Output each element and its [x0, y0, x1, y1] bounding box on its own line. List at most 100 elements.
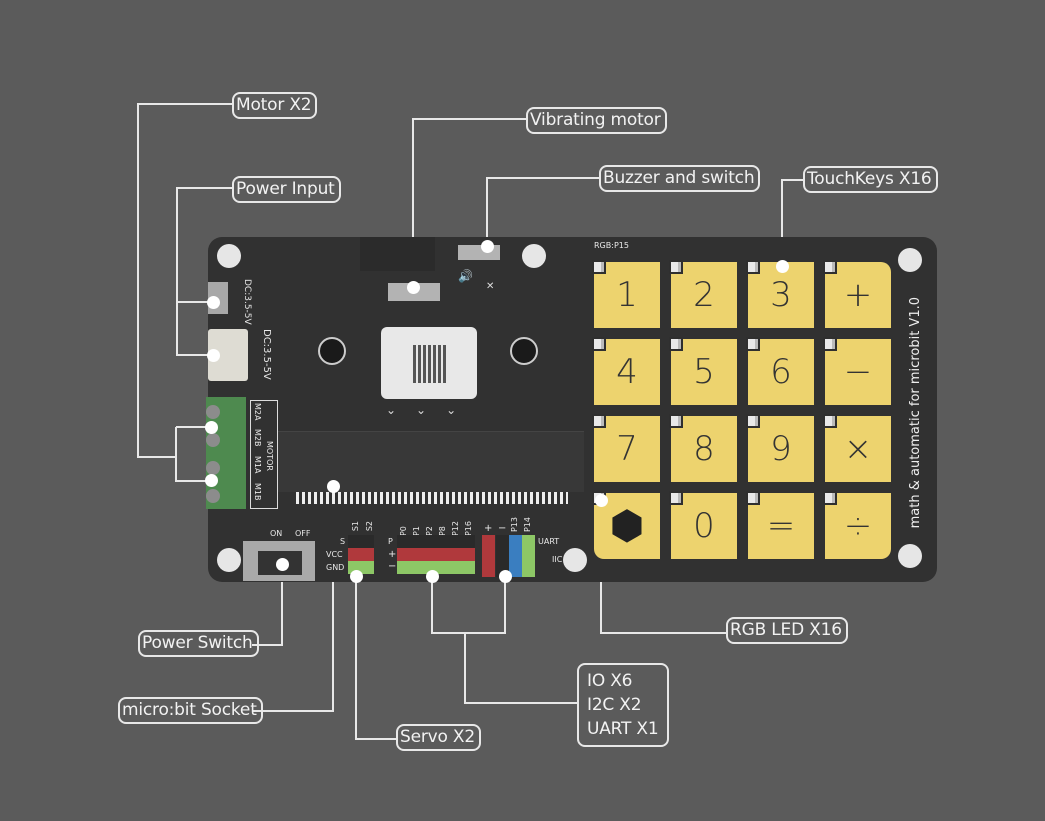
key-label: =: [766, 506, 796, 546]
pointer-dot: [205, 421, 218, 434]
microbit-icon: [381, 327, 477, 399]
touch-key[interactable]: 4: [592, 337, 660, 405]
mount-hole: [217, 548, 241, 572]
mount-hole: [563, 548, 587, 572]
key-label: 6: [770, 352, 792, 392]
callout-motor: Motor X2: [232, 92, 318, 119]
touch-key[interactable]: ×: [823, 414, 891, 482]
rgb-led: [746, 260, 760, 274]
switch-off-label: OFF: [295, 529, 311, 538]
uart-label: UART: [538, 537, 560, 546]
speaker-on-icon: 🔊: [458, 269, 473, 283]
io-header-p: [397, 535, 475, 548]
rgb-led: [823, 260, 837, 274]
key-label: 9: [770, 429, 792, 469]
pointer-dot: [276, 558, 289, 571]
power-switch-line: [252, 565, 283, 646]
robot-logo-icon: ⬢: [609, 503, 645, 549]
key-label: 3: [770, 275, 792, 315]
dc-label: DC:3.5-5V: [242, 279, 252, 325]
power-input-line: [176, 187, 233, 356]
touch-key[interactable]: ÷: [823, 491, 891, 559]
rgb-led: [592, 337, 606, 351]
key-label: ×: [843, 429, 873, 469]
touch-key[interactable]: 5: [669, 337, 737, 405]
servo-line: [355, 577, 396, 740]
power-header-minus: [496, 535, 509, 577]
uart-header-p14: [522, 535, 535, 577]
key-label: 2: [693, 275, 715, 315]
callout-microbit-socket: micro:bit Socket: [118, 697, 263, 724]
touch-key[interactable]: =: [746, 491, 814, 559]
i2c-count: I2C X2: [587, 695, 642, 715]
buzzer-line: [486, 177, 600, 246]
pointer-dot: [407, 281, 420, 294]
rgb-led: [823, 491, 837, 505]
button-b[interactable]: [510, 337, 538, 365]
expansion-board: DC:3.5-5V DC:3.5-5V M2A M2B M1A M1B MOTO…: [206, 237, 937, 582]
key-label: 5: [693, 352, 715, 392]
callout-servo: Servo X2: [396, 724, 481, 751]
pointer-dot: [481, 240, 494, 253]
rgb-led: [669, 491, 683, 505]
key-label: 7: [616, 429, 638, 469]
power-header-plus: [482, 535, 495, 577]
touch-key[interactable]: 7: [592, 414, 660, 482]
touch-key[interactable]: 0: [669, 491, 737, 559]
motor-label-box: M2A M2B M1A M1B MOTOR: [250, 400, 278, 509]
io-count: IO X6: [587, 671, 633, 691]
rgb-led: [592, 414, 606, 428]
servo-header-s: [348, 535, 374, 548]
chevron-icons: ⌄⌄⌄: [386, 403, 477, 417]
callout-power-input: Power Input: [232, 176, 341, 203]
key-label: ÷: [843, 506, 873, 546]
rgb-led: [669, 260, 683, 274]
vibrating-motor-line: [412, 118, 528, 288]
rgb-led: [746, 491, 760, 505]
callout-power-switch: Power Switch: [138, 630, 259, 657]
io-header-labels: P0 P1 P2 P8 P12 P16: [399, 521, 473, 537]
key-label: 8: [693, 429, 715, 469]
mount-hole: [217, 244, 241, 268]
rgb-led: [823, 414, 837, 428]
touch-key[interactable]: 3: [746, 260, 814, 328]
touch-key[interactable]: 9: [746, 414, 814, 482]
button-a[interactable]: [318, 337, 346, 365]
touch-key[interactable]: 8: [669, 414, 737, 482]
touch-key[interactable]: +: [823, 260, 891, 328]
motor-branch: [175, 427, 212, 482]
motor-label: MOTOR: [265, 441, 274, 471]
motor-line: [137, 103, 233, 458]
pointer-dot: [776, 260, 789, 273]
io-header-gnd: [397, 561, 475, 574]
io-line: [431, 577, 506, 634]
rgb-led: [746, 337, 760, 351]
pointer-dot: [350, 570, 363, 583]
touch-key[interactable]: 2: [669, 260, 737, 328]
rgb-led: [669, 414, 683, 428]
rgb-led: [592, 260, 606, 274]
dc-label: DC:3.5-5V: [261, 329, 272, 380]
pointer-dot: [205, 474, 218, 487]
io-header-vcc: [397, 548, 475, 561]
uart-count: UART X1: [587, 719, 659, 739]
pointer-dot: [499, 570, 512, 583]
switch-on-label: ON: [270, 529, 283, 538]
touch-key[interactable]: 1: [592, 260, 660, 328]
touch-key[interactable]: −: [823, 337, 891, 405]
microbit-socket[interactable]: [278, 431, 584, 492]
pointer-dot: [207, 349, 220, 362]
touch-key[interactable]: 6: [746, 337, 814, 405]
iic-label: IIC: [552, 555, 563, 564]
rgb-led: [746, 414, 760, 428]
servo-header-vcc: [348, 548, 374, 561]
callout-touchkeys: TouchKeys X16: [803, 166, 938, 193]
callout-vibrating-motor: Vibrating motor: [526, 107, 667, 134]
rgb-led: [823, 337, 837, 351]
pointer-dot: [426, 570, 439, 583]
key-label: 4: [616, 352, 638, 392]
callout-buzzer-switch: Buzzer and switch: [599, 165, 761, 192]
rgb-pin-label: RGB:P15: [594, 241, 629, 250]
board-title: math & automatic for microbit V1.0: [908, 297, 923, 529]
key-label: 0: [693, 506, 715, 546]
